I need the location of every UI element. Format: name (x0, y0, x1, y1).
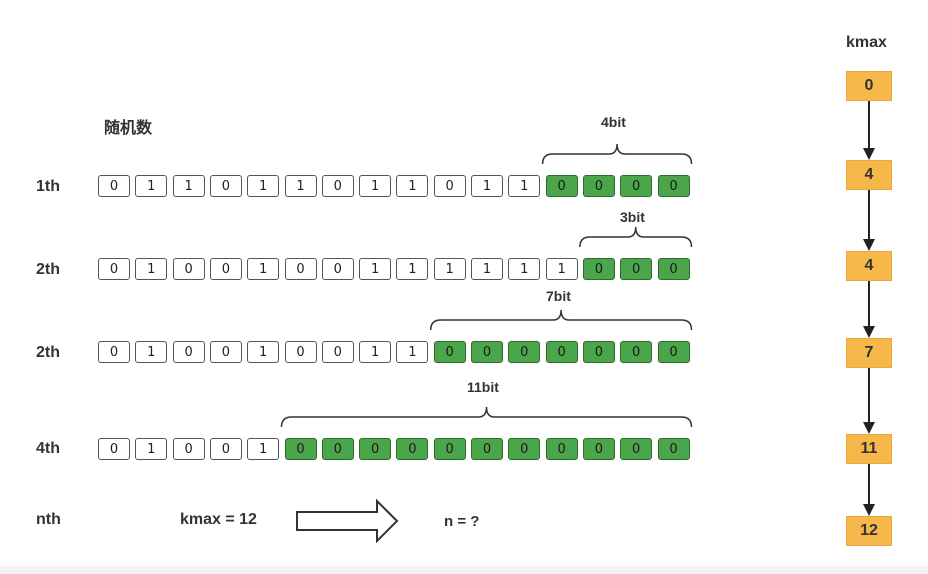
bit-cell: 0 (284, 438, 317, 460)
kmax-box: 4 (846, 251, 892, 281)
bit-cell: 0 (545, 175, 578, 197)
bit-cell: 1 (284, 175, 317, 197)
chain-arrow-head (863, 422, 875, 434)
row-label-2: 2th (36, 261, 60, 278)
brace-label-3: 7bit (546, 288, 571, 304)
bit-cell: 0 (172, 341, 205, 363)
nth-label: nth (36, 511, 61, 528)
row-label-1: 1th (36, 178, 60, 195)
curly-brace (579, 226, 693, 248)
bit-cell: 0 (620, 258, 653, 280)
kmax-header: kmax (846, 34, 887, 51)
bit-cell: 0 (209, 438, 242, 460)
brace-label-4: 11bit (467, 379, 499, 395)
bit-cell: 0 (582, 341, 615, 363)
bit-cell: 0 (98, 341, 130, 363)
bit-cell: 1 (247, 438, 280, 460)
curly-brace (541, 143, 693, 165)
bit-cell: 0 (582, 258, 615, 280)
bit-cell: 1 (135, 341, 168, 363)
bit-cell: 1 (471, 175, 503, 197)
bit-cell: 1 (247, 341, 280, 363)
bottom-bar (0, 566, 928, 574)
bit-cell: 0 (433, 438, 466, 460)
chain-arrow-head (863, 148, 875, 160)
bit-cell: 1 (396, 175, 429, 197)
chain-arrow-head (863, 239, 875, 251)
bit-cell: 0 (545, 438, 578, 460)
n-question: n = ? (444, 513, 480, 530)
bit-cell: 1 (359, 341, 392, 363)
bit-cell: 0 (620, 438, 653, 460)
bit-cell: 0 (209, 175, 242, 197)
bit-cell: 1 (172, 175, 205, 197)
row-label-4: 4th (36, 440, 60, 457)
bit-cell: 0 (321, 175, 354, 197)
bit-cell: 0 (98, 438, 130, 460)
bit-cell: 1 (359, 258, 392, 280)
bit-cell: 1 (545, 258, 578, 280)
bit-cell: 1 (135, 438, 168, 460)
bit-cell: 1 (359, 175, 392, 197)
row-label-3: 2th (36, 344, 60, 361)
bit-cell: 0 (508, 438, 541, 460)
implies-arrow-icon (296, 498, 399, 544)
kmax-box: 12 (846, 516, 892, 546)
bit-cell: 0 (172, 258, 205, 280)
bit-cell: 0 (582, 438, 615, 460)
bit-cell: 0 (321, 341, 354, 363)
bit-cell: 0 (98, 258, 130, 280)
bit-cell: 0 (620, 341, 653, 363)
kmax-box: 4 (846, 160, 892, 190)
bit-cell: 0 (284, 341, 317, 363)
bit-cell: 1 (433, 258, 466, 280)
bit-cell: 0 (657, 258, 690, 280)
bit-cell: 1 (135, 258, 168, 280)
bit-cell: 0 (657, 175, 690, 197)
bit-cell: 0 (433, 341, 466, 363)
brace-label-1: 4bit (601, 114, 626, 130)
bit-cell: 0 (359, 438, 392, 460)
bit-cell: 0 (321, 438, 354, 460)
random-number-title: 随机数 (104, 120, 153, 137)
bit-cell: 0 (209, 341, 242, 363)
bit-cell: 0 (471, 438, 503, 460)
chain-arrow-head (863, 326, 875, 338)
bit-cell: 0 (582, 175, 615, 197)
curly-brace (280, 406, 693, 428)
curly-brace (429, 309, 693, 331)
chain-arrow-head (863, 504, 875, 516)
bit-cell: 1 (508, 258, 541, 280)
bit-cell: 0 (321, 258, 354, 280)
bit-cell: 1 (471, 258, 503, 280)
bit-cell: 1 (508, 175, 541, 197)
bit-cell: 0 (471, 341, 503, 363)
bit-cell: 0 (545, 341, 578, 363)
kmax-box: 11 (846, 434, 892, 464)
bit-cell: 1 (396, 258, 429, 280)
bit-cell: 0 (396, 438, 429, 460)
kmax-box: 7 (846, 338, 892, 368)
kmax-equation: kmax = 12 (180, 511, 257, 528)
bit-cell: 0 (433, 175, 466, 197)
bit-cell: 0 (284, 258, 317, 280)
bit-cell: 1 (247, 258, 280, 280)
bit-cell: 0 (172, 438, 205, 460)
bit-cell: 1 (247, 175, 280, 197)
bit-cell: 1 (396, 341, 429, 363)
bit-cell: 0 (98, 175, 130, 197)
kmax-box: 0 (846, 71, 892, 101)
bit-cell: 0 (657, 438, 690, 460)
bit-cell: 0 (657, 341, 690, 363)
bit-cell: 1 (135, 175, 168, 197)
bit-cell: 0 (508, 341, 541, 363)
bit-cell: 0 (209, 258, 242, 280)
bit-cell: 0 (620, 175, 653, 197)
brace-label-2: 3bit (620, 209, 645, 225)
